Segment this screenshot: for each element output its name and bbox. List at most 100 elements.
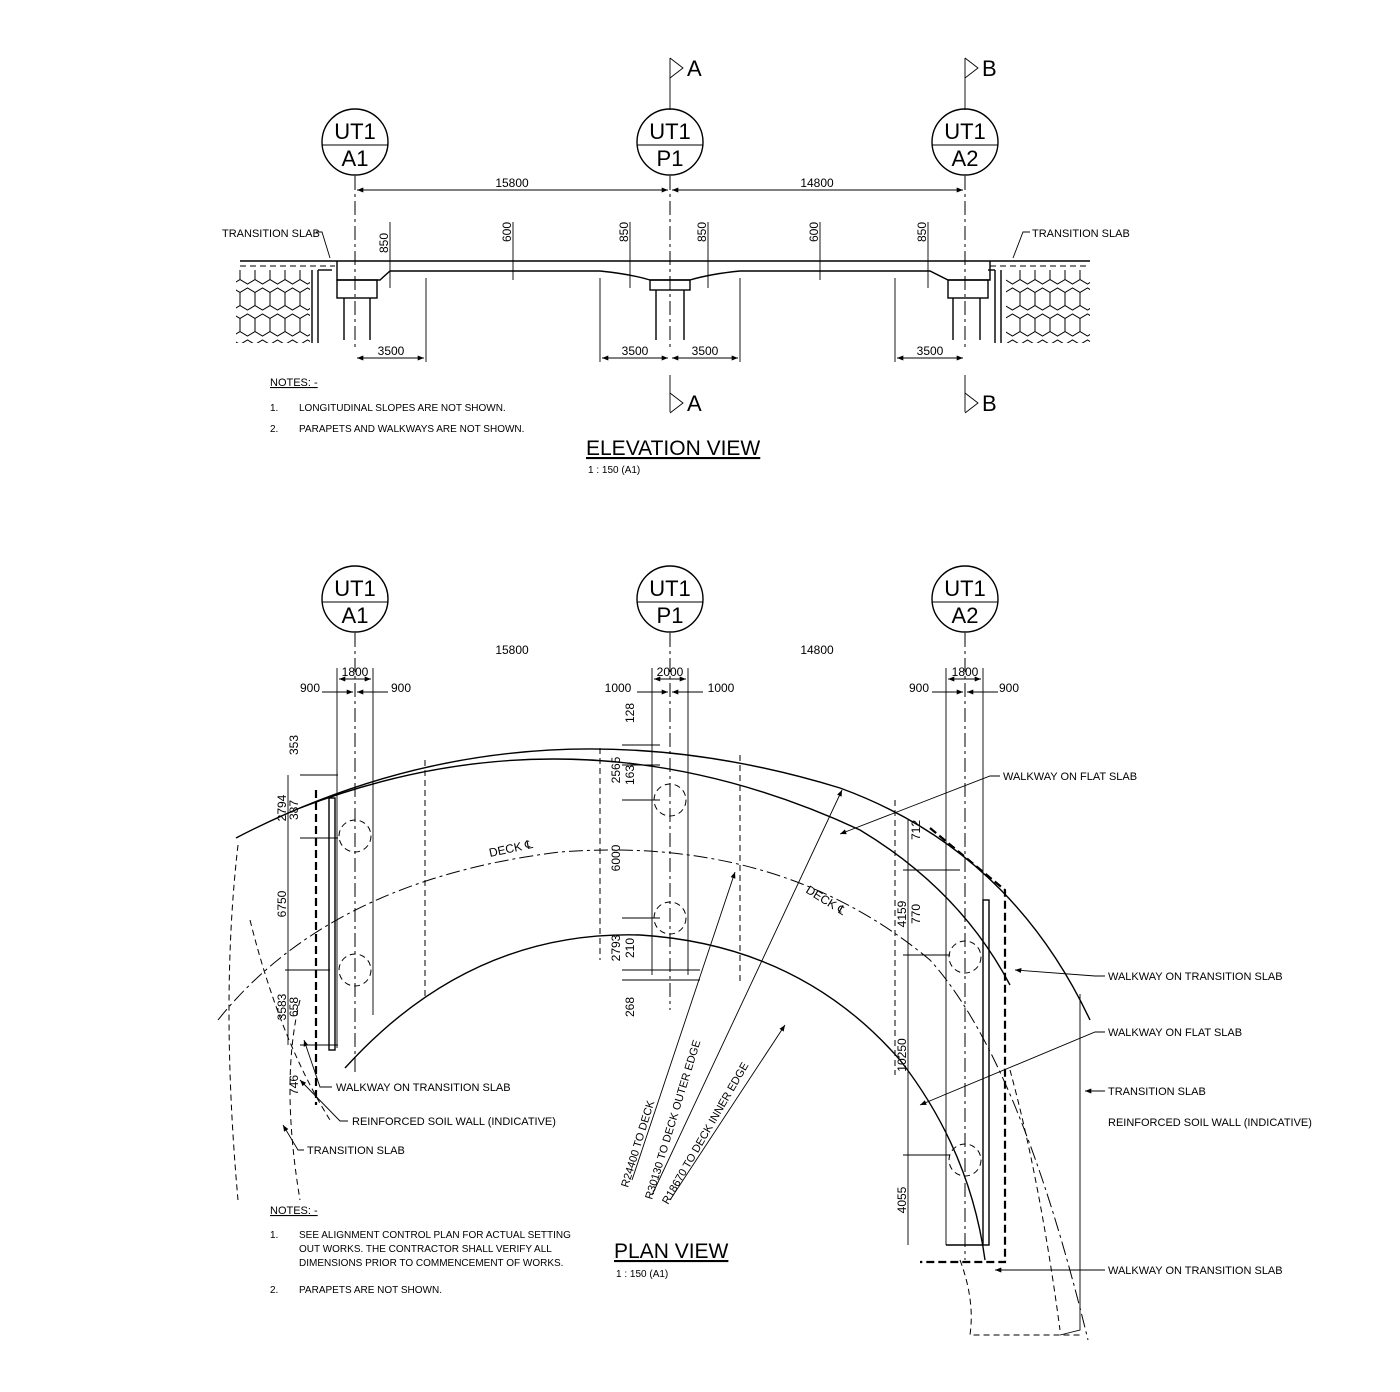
radius-leader-deck bbox=[631, 871, 736, 1181]
bearing-a1-top bbox=[338, 819, 372, 853]
soil-fill-left bbox=[236, 270, 310, 343]
elevation-note-2: PARAPETS AND WALKWAYS ARE NOT SHOWN. bbox=[299, 424, 524, 435]
elevation-view: A B A B UT1 A1 UT1 P1 bbox=[222, 56, 1130, 476]
grid-bubble-a2: UT1 A2 bbox=[931, 108, 999, 176]
deck-profile bbox=[240, 260, 1090, 343]
a1-dim-353: 353 bbox=[287, 735, 301, 755]
plan-note-2-line-1: PARAPETS ARE NOT SHOWN. bbox=[299, 1285, 442, 1296]
transition-slab-left-inner bbox=[289, 999, 301, 1201]
a1-dim-658: 658 bbox=[287, 997, 301, 1017]
section-b-label: B bbox=[982, 56, 997, 81]
deck-outer-edge bbox=[299, 758, 1011, 986]
label-walkway-transition-left: WALKWAY ON TRANSITION SLAB bbox=[336, 1082, 511, 1094]
plan-span-dim-15800: 15800 bbox=[495, 643, 529, 657]
a2-right-dim: 900 bbox=[999, 681, 1019, 695]
p1-vertical-dims: 128 2565 163 6000 2793 210 268 bbox=[609, 703, 700, 1017]
haunch-dim-3: 3500 bbox=[692, 344, 719, 358]
label-transition-slab-left: TRANSITION SLAB bbox=[307, 1145, 405, 1157]
a2-abutment-wall bbox=[982, 899, 990, 1246]
leader-transition-left bbox=[282, 1124, 304, 1151]
a2-width-dim: 1800 bbox=[952, 665, 979, 679]
bubble-a1-bottom: A1 bbox=[342, 146, 369, 171]
span-dim-14800: 14800 bbox=[800, 176, 834, 190]
section-mark-a-top: A bbox=[669, 56, 702, 110]
a1-dim-3583: 3583 bbox=[275, 993, 289, 1020]
elevation-notes-heading: NOTES: - bbox=[270, 377, 318, 389]
leader-walkway-flat-right bbox=[919, 1031, 1105, 1106]
haunch-dims: 3500 3500 3500 3500 bbox=[357, 278, 963, 362]
plan-note-1-line-3: DIMENSIONS PRIOR TO COMMENCEMENT OF WORK… bbox=[299, 1258, 563, 1269]
a2-dim-712: 712 bbox=[909, 820, 923, 840]
plan-grid-bubble-a2: UT1 A2 bbox=[931, 565, 999, 633]
a1-dim-746: 746 bbox=[287, 1075, 301, 1095]
plan-bubble-a2-bottom: A2 bbox=[952, 603, 979, 628]
leader-walkway-transition-right bbox=[1014, 967, 1105, 977]
label-walkway-flat-right: WALKWAY ON FLAT SLAB bbox=[1108, 1027, 1242, 1039]
section-a-label: A bbox=[687, 56, 702, 81]
bearing-p1-top bbox=[653, 783, 687, 817]
plan-bubble-p1-top: UT1 bbox=[649, 576, 691, 601]
bearing-a2-bottom bbox=[948, 1143, 982, 1177]
a2-dim-4159: 4159 bbox=[895, 900, 909, 927]
p1-width-dim: 2000 bbox=[657, 665, 684, 679]
radius-leader-outer bbox=[651, 789, 843, 1196]
label-transition-slab-right: TRANSITION SLAB bbox=[1108, 1086, 1206, 1098]
p1-dim-2565: 2565 bbox=[609, 756, 623, 783]
depth-dim-600-1: 600 bbox=[500, 222, 514, 242]
deck-outer-walkway-edge bbox=[235, 748, 1091, 1021]
a1-abutment-wall bbox=[328, 797, 336, 1051]
a2-dim-770: 770 bbox=[909, 904, 923, 924]
plan-note-1-line-2: OUT WORKS. THE CONTRACTOR SHALL VERIFY A… bbox=[299, 1244, 552, 1255]
a2-dim-10250: 10250 bbox=[895, 1038, 909, 1072]
a1-right-dim: 900 bbox=[391, 681, 411, 695]
plan-grid-bubble-p1: UT1 P1 bbox=[636, 565, 704, 633]
p1-dim-268: 268 bbox=[623, 997, 637, 1017]
bearing-p1-bottom bbox=[653, 901, 687, 935]
plan-bubble-a2-top: UT1 bbox=[944, 576, 986, 601]
walkway-left-edge bbox=[249, 919, 331, 1121]
label-transition-slab-right: TRANSITION SLAB bbox=[1032, 228, 1130, 240]
bubble-a1-top: UT1 bbox=[334, 119, 376, 144]
depth-dims: 850 600 850 850 600 850 bbox=[377, 222, 929, 288]
plan-notes-heading: NOTES: - bbox=[270, 1205, 318, 1217]
section-mark-b-bottom: B bbox=[964, 375, 997, 416]
leader-walkway-transition-left bbox=[303, 1039, 332, 1088]
label-rsw-left: REINFORCED SOIL WALL (INDICATIVE) bbox=[352, 1116, 556, 1128]
haunch-dim-2: 3500 bbox=[622, 344, 649, 358]
grid-bubble-a1: UT1 A1 bbox=[321, 108, 389, 176]
plan-bubble-a1-top: UT1 bbox=[334, 576, 376, 601]
a1-dim-387: 387 bbox=[287, 800, 301, 820]
p1-dim-210: 210 bbox=[623, 938, 637, 958]
depth-dim-850-3: 850 bbox=[695, 222, 709, 242]
a2-dim-4055: 4055 bbox=[895, 1186, 909, 1213]
deck-inner-edge bbox=[344, 934, 986, 1261]
section-mark-b-top: B bbox=[964, 56, 997, 110]
a2-vertical-dims: 712 4159 770 10250 4055 bbox=[895, 820, 960, 1245]
bubble-a2-bottom: A2 bbox=[952, 146, 979, 171]
plan-note-2-num: 2. bbox=[270, 1285, 278, 1296]
p1-dim-6000: 6000 bbox=[609, 844, 623, 871]
label-transition-slab-left: TRANSITION SLAB bbox=[222, 228, 320, 240]
span-dim-15800: 15800 bbox=[495, 176, 529, 190]
haunch-dim-4: 3500 bbox=[917, 344, 944, 358]
pier-width-dims: 1800 900 900 2000 1000 1000 1800 900 900 bbox=[300, 665, 1019, 1245]
bubble-p1-top: UT1 bbox=[649, 119, 691, 144]
leader-transition-left bbox=[316, 231, 331, 259]
rsw-right-line bbox=[1059, 994, 1081, 1336]
a1-dim-2794: 2794 bbox=[275, 794, 289, 821]
radius-leader-inner bbox=[669, 1024, 786, 1201]
p1-dim-128: 128 bbox=[623, 703, 637, 723]
bubble-p1-bottom: P1 bbox=[657, 146, 684, 171]
soil-fill-right bbox=[1006, 270, 1090, 343]
curved-deck bbox=[217, 748, 1091, 1341]
depth-dim-850-4: 850 bbox=[915, 222, 929, 242]
leader-walkway-flat-top bbox=[839, 775, 1000, 835]
plan-span-dim-14800: 14800 bbox=[800, 643, 834, 657]
p1-left-dim: 1000 bbox=[605, 681, 632, 695]
p1-dim-163: 163 bbox=[623, 765, 637, 785]
section-a-label-bottom: A bbox=[687, 391, 702, 416]
a2-left-dim: 900 bbox=[909, 681, 929, 695]
plan-view: UT1 A1 UT1 P1 UT1 A2 15800 14800 bbox=[217, 565, 1312, 1341]
